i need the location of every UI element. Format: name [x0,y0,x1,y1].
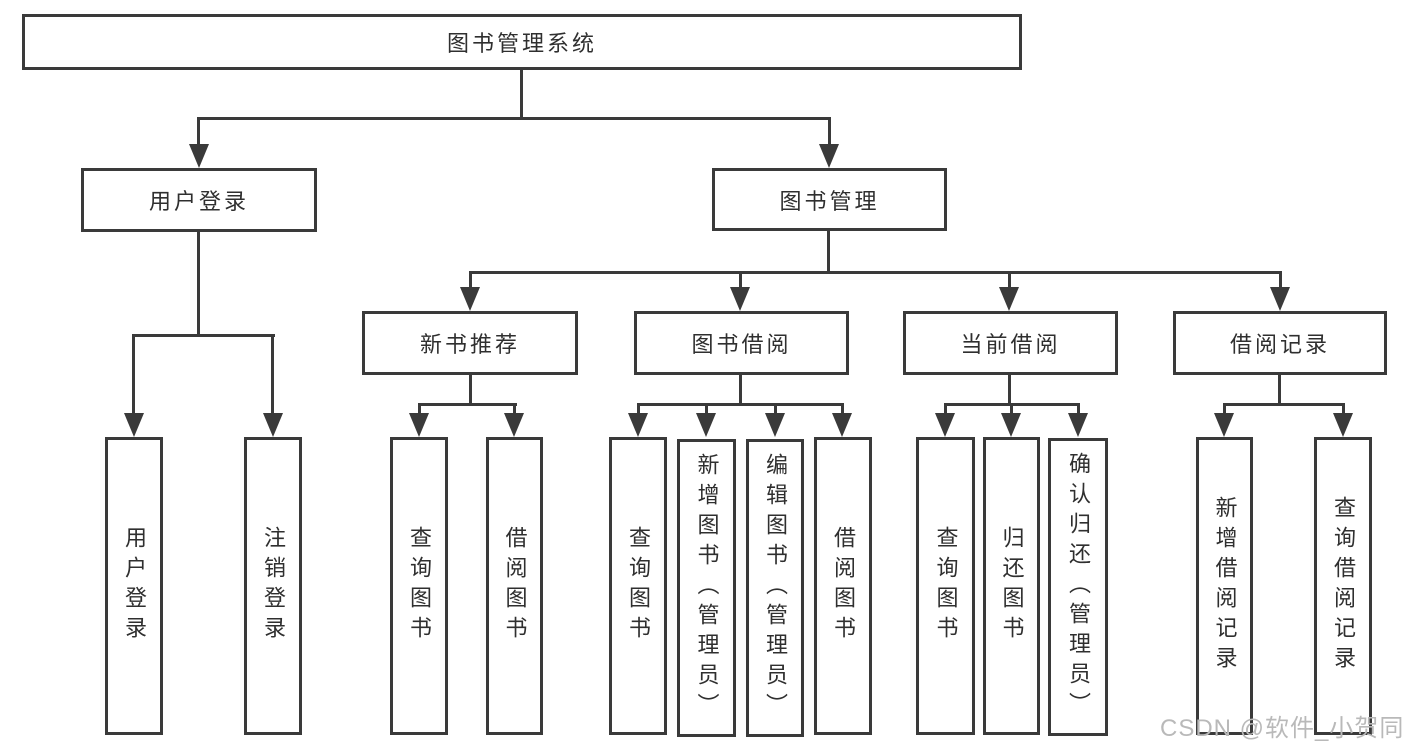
node-label: 图书管理系统 [446,31,597,56]
leaf-query-books-current: 查询图书 [916,437,975,735]
node-label: 图书管理 [779,188,880,214]
leaf-label: 确认归还（管理员） [1066,452,1091,722]
connector-line [469,375,472,404]
leaf-query-books-recommend: 查询图书 [390,437,448,735]
arrow-down-icon [1333,413,1353,437]
leaf-add-borrow-record: 新增借阅记录 [1196,437,1253,735]
connector-line [513,403,516,415]
arrow-down-icon [504,413,524,437]
leaf-label: 归还图书 [999,526,1025,646]
leaf-label: 注销登录 [261,526,286,646]
arrow-down-icon [730,287,750,311]
leaf-edit-book-admin: 编辑图书（管理员） [746,439,804,737]
connector-line [197,232,200,337]
node-label: 借阅记录 [1229,332,1330,357]
leaf-query-books-borrowing: 查询图书 [609,437,667,735]
connector-line [197,117,200,146]
connector-line [132,334,135,415]
node-new-book-recommendation: 新书推荐 [362,311,578,375]
node-label: 图书借阅 [691,332,792,357]
leaf-borrow-books-borrowing: 借阅图书 [814,437,872,735]
node-borrowing-records: 借阅记录 [1173,311,1387,375]
arrow-down-icon [628,413,648,437]
connector-line [1010,403,1013,415]
node-label: 用户登录 [148,189,249,214]
connector-line [271,334,274,415]
connector-line [418,403,517,406]
arrow-down-icon [1068,413,1088,437]
leaf-user-login: 用户登录 [105,437,163,735]
connector-line [132,334,275,337]
connector-line [197,117,831,120]
connector-line [1008,375,1011,404]
connector-line [637,403,640,415]
arrow-down-icon [460,287,480,311]
leaf-label: 新增借阅记录 [1212,496,1238,676]
node-label: 新书推荐 [419,332,520,357]
leaf-label: 查询图书 [933,526,959,646]
connector-line [1342,403,1345,415]
arrow-down-icon [124,413,144,437]
connector-line [520,70,523,118]
arrow-down-icon [409,413,429,437]
arrow-down-icon [1214,413,1234,437]
connector-line [418,403,421,415]
leaf-label: 编辑图书（管理员） [763,453,788,723]
connector-line [774,403,777,415]
watermark: CSDN @软件_小贺同学 [1160,715,1405,742]
node-user-login: 用户登录 [81,168,317,232]
arrow-down-icon [696,413,716,437]
leaf-label: 查询图书 [626,526,651,646]
leaf-logout: 注销登录 [244,437,302,735]
connector-line [827,231,830,274]
leaf-label: 新增图书（管理员） [694,453,720,723]
connector-line [469,271,1281,274]
connector-line [1223,403,1226,415]
arrow-down-icon [935,413,955,437]
arrow-down-icon [765,413,785,437]
arrow-down-icon [1001,413,1021,437]
leaf-label: 借阅图书 [502,526,528,646]
leaf-label: 借阅图书 [831,526,856,646]
connector-line [469,271,472,289]
connector-line [1077,403,1080,415]
arrow-down-icon [263,413,283,437]
connector-line [944,403,947,415]
arrow-down-icon [819,144,839,168]
node-current-borrowing: 当前借阅 [903,311,1118,375]
node-library-management-system: 图书管理系统 [22,14,1022,70]
connector-line [841,403,844,415]
connector-line [739,375,742,404]
connector-line [1279,271,1282,289]
leaf-label: 查询图书 [407,526,432,646]
node-book-borrowing: 图书借阅 [634,311,849,375]
connector-line [1223,403,1345,406]
connector-line [828,117,831,146]
leaf-borrow-books-recommend: 借阅图书 [486,437,543,735]
connector-line [739,271,742,289]
arrow-down-icon [1270,287,1290,311]
connector-line [637,403,844,406]
leaf-label: 查询借阅记录 [1331,496,1356,676]
leaf-add-book-admin: 新增图书（管理员） [677,439,736,737]
arrow-down-icon [189,144,209,168]
leaf-query-borrow-record: 查询借阅记录 [1314,437,1372,735]
connector-line [705,403,708,415]
leaf-label: 用户登录 [122,526,147,646]
leaf-return-book: 归还图书 [983,437,1040,735]
connector-line [1008,271,1011,289]
arrow-down-icon [832,413,852,437]
node-label: 当前借阅 [960,332,1061,357]
node-book-management: 图书管理 [712,168,947,231]
connector-line [1278,375,1281,404]
leaf-confirm-return-admin: 确认归还（管理员） [1048,438,1108,736]
arrow-down-icon [999,287,1019,311]
